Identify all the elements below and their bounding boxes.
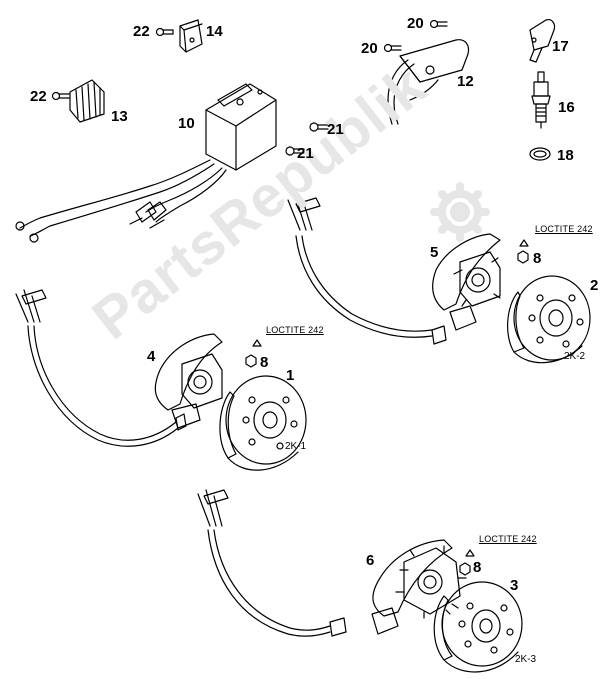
stator-6 — [197, 489, 467, 637]
label-13: 13 — [111, 108, 128, 125]
label-17: 17 — [552, 38, 569, 55]
label-5: 5 — [430, 244, 439, 261]
label-20-top: 20 — [407, 15, 424, 32]
label-14: 14 — [206, 23, 223, 40]
variant-label-2k-1: 2K-1 — [285, 441, 307, 452]
label-8-a: 8 — [533, 250, 542, 267]
part-13-regulator — [69, 79, 105, 123]
part-16-spark-plug — [531, 71, 551, 129]
variant-label-2k-2: 2K-2 — [564, 351, 586, 362]
label-4: 4 — [147, 348, 156, 365]
loctite-note-b: LOCTITE 242 — [266, 325, 324, 335]
part-22-bolt-top — [155, 27, 174, 37]
label-2: 2 — [590, 277, 599, 294]
label-1: 1 — [286, 367, 295, 384]
part-21-bolts — [285, 122, 329, 156]
loctite-note-a: LOCTITE 242 — [535, 224, 593, 234]
part-18-o-ring — [529, 147, 551, 161]
label-6: 6 — [366, 552, 375, 569]
label-3: 3 — [510, 577, 519, 594]
label-21-top: 21 — [327, 121, 344, 138]
nut-8-a — [517, 239, 529, 264]
label-20-left: 20 — [361, 40, 378, 57]
label-22-top: 22 — [133, 23, 150, 40]
label-16: 16 — [558, 99, 575, 116]
stator-4 — [15, 289, 223, 447]
nut-8-c — [459, 549, 475, 576]
loctite-note-c: LOCTITE 242 — [479, 534, 537, 544]
part-20-bolts — [383, 19, 448, 53]
part-10-cdi-unit — [15, 83, 277, 243]
label-12: 12 — [457, 73, 474, 90]
watermark-gear-icon — [430, 182, 490, 242]
nut-8-b — [245, 339, 262, 368]
flywheel-2 — [507, 275, 591, 364]
part-12-ignition-coil — [387, 39, 470, 125]
label-21-bottom: 21 — [297, 145, 314, 162]
stator-5 — [287, 197, 501, 345]
variant-label-2k-3: 2K-3 — [515, 654, 537, 665]
flywheel-3 — [433, 581, 523, 673]
label-8-b: 8 — [260, 354, 269, 371]
part-17-plug-cap — [529, 19, 556, 63]
part-14-connector — [179, 19, 203, 53]
label-8-c: 8 — [473, 559, 482, 576]
part-22-bolt-left — [51, 91, 70, 101]
flywheel-1 — [219, 375, 307, 471]
label-18: 18 — [557, 147, 574, 164]
label-22-left: 22 — [30, 88, 47, 105]
label-10: 10 — [178, 115, 195, 132]
